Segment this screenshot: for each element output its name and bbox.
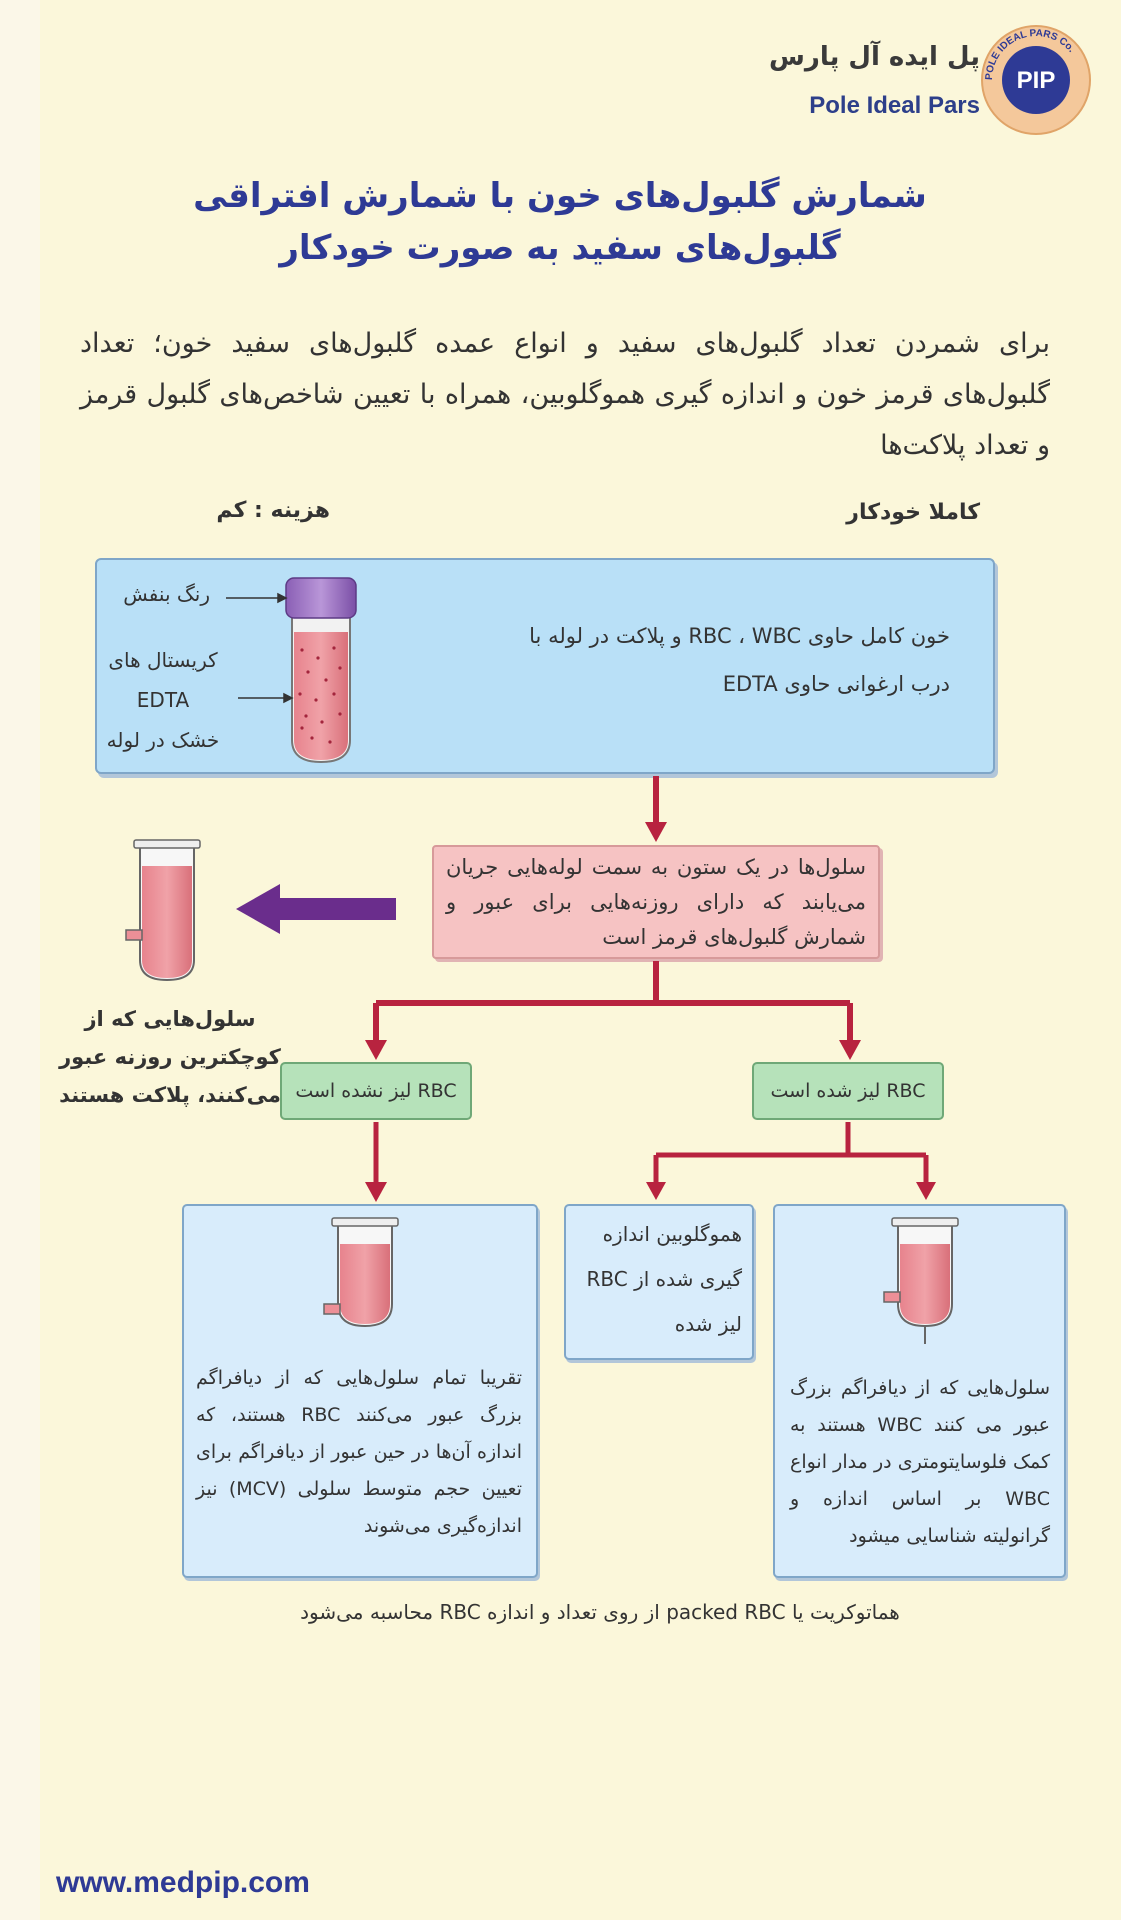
sample-description: خون کامل حاوی RBC ، WBC و پلاکت در لوله … [430,612,950,708]
edta-label: کریستال های EDTA خشک در لوله [88,640,238,760]
unlysed-rbc-label: RBC لیز نشده است [295,1080,457,1102]
page-margin [0,0,40,1920]
logo-text: PIP [1017,67,1056,94]
platelet-note: سلول‌هایی که از کوچکترین روزنه عبور می‌ک… [59,1007,281,1107]
hb-line3: لیز شده [674,1312,742,1336]
unlysed-rbc-box [280,1062,472,1120]
hemoglobin-description: هموگلوبین اندازه گیری شده از RBC لیز شده [572,1212,742,1347]
wbc-description: سلول‌هایی که از دیافراگم بزرگ عبور می کن… [790,1377,1050,1547]
hb-line2: گیری شده از RBC [586,1267,742,1291]
unlysed-to-rbc-arrow [365,1122,387,1202]
cost-label: هزینه : کم [216,498,330,523]
hb-line1: هموگلوبین اندازه [602,1222,742,1246]
flow-box [432,845,880,959]
platelet-tube-icon [125,839,201,982]
automation-label: کاملا خودکار [846,500,980,525]
lysed-rbc-box [752,1062,944,1120]
lysed-split-arrows [653,1122,929,1186]
branch-arrows [373,961,853,1044]
page-title-line2: گلبول‌های سفید به صورت خودکار [279,228,841,268]
edta-line3: خشک در لوله [106,728,220,752]
hemoglobin-box [564,1204,754,1360]
intro-paragraph: برای شمردن تعداد گلبول‌های سفید و انواع … [80,328,1050,461]
sample-box [95,558,995,774]
edta-line1: کریستال های [108,648,218,672]
arrow-sample-to-flow [645,776,667,842]
rbc-description: تقریبا تمام سلول‌هایی که از دیافراگم بزر… [196,1367,522,1537]
arrow-flow-to-platelet [236,884,396,934]
brand-name-fa: پل ایده آل پارس [768,42,980,72]
cap-color-label: رنگ بنفش [123,582,210,606]
sample-line1: خون کامل حاوی RBC ، WBC و پلاکت در لوله … [529,624,950,648]
flow-description: سلول‌ها در یک ستون به سمت لوله‌هایی جریا… [446,855,866,949]
brand-logo: POLE IDEAL PARS Co. PIP [981,25,1091,135]
page-title-line1: شمارش گلبول‌های خون با شمارش افتراقی [193,176,927,216]
lysed-rbc-label: RBC لیز شده است [770,1080,926,1102]
edta-line2: EDTA [136,688,190,712]
website-link[interactable]: www.medpip.com [56,1866,310,1899]
sample-line2: درب ارغوانی حاوی EDTA [722,672,950,696]
hematocrit-note: هماتوکریت یا packed RBC از روی تعداد و ا… [300,1600,900,1624]
brand-name-en: Pole Ideal Pars [809,92,980,119]
